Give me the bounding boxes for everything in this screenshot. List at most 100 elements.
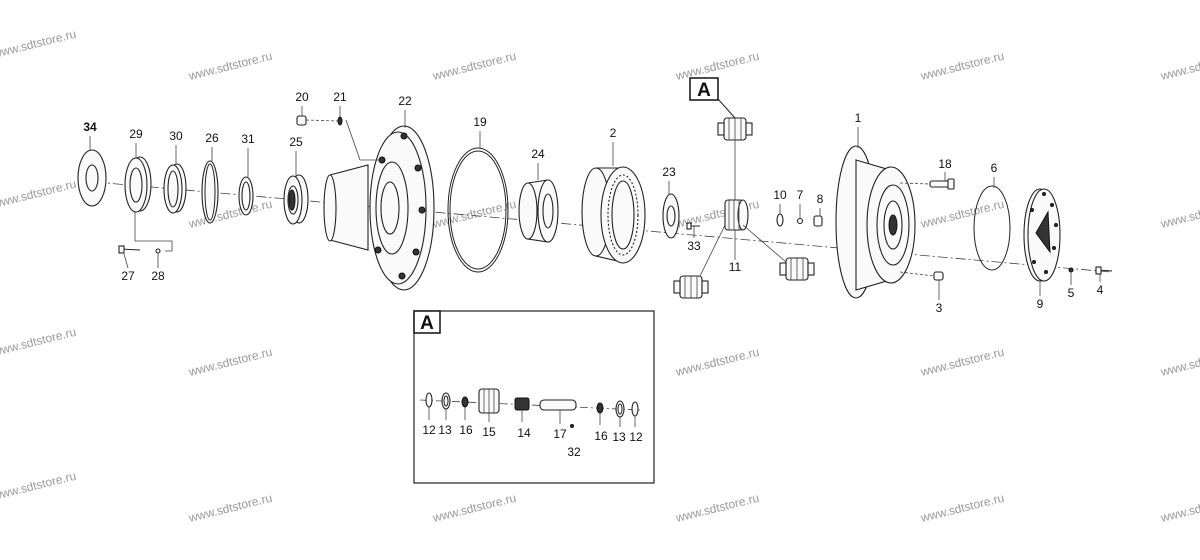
callout-layer: 34 29 30 26 31 25 20 21 22 19 24 2 23 33… xyxy=(83,90,1103,315)
detail-callout-12: 12 xyxy=(422,423,436,437)
part-26-o-ring xyxy=(201,160,219,224)
detail-part-12-right xyxy=(631,401,639,417)
callout-26: 26 xyxy=(205,131,219,145)
part-31-snap-ring xyxy=(238,176,254,216)
callout-1: 1 xyxy=(855,111,862,125)
watermark: www.sdtstore.ru xyxy=(918,197,1005,231)
detail-part-13-left xyxy=(441,392,451,410)
callout-10: 10 xyxy=(773,188,787,202)
part-18-pin xyxy=(899,178,955,190)
watermark: www.sdtstore.ru xyxy=(0,177,78,211)
leader-lines xyxy=(89,106,1101,300)
watermark: www.sdtstore.ru xyxy=(1158,345,1200,379)
callout-31: 31 xyxy=(241,132,255,146)
part-5-washer xyxy=(1068,267,1074,273)
callout-5: 5 xyxy=(1068,286,1075,300)
detail-part-12-left xyxy=(425,392,433,408)
part-34-washer xyxy=(77,149,107,207)
callout-3: 3 xyxy=(936,301,943,315)
watermark: www.sdtstore.ru xyxy=(1158,491,1200,525)
part-6-o-ring xyxy=(973,185,1011,271)
part-7-ball xyxy=(796,217,804,225)
watermark: www.sdtstore.ru xyxy=(186,491,273,525)
detail-box-label: A xyxy=(420,313,434,334)
callout-18: 18 xyxy=(938,157,952,171)
part-29-seal xyxy=(124,156,152,213)
callout-4: 4 xyxy=(1097,283,1104,297)
part-19-o-ring xyxy=(447,147,509,273)
planet-gear-leaders xyxy=(699,140,787,277)
detail-part-13-right xyxy=(615,400,625,418)
detail-callout-16: 16 xyxy=(459,423,473,437)
detail-marker-a: A xyxy=(689,77,736,119)
watermark: www.sdtstore.ru xyxy=(918,491,1005,525)
part-22-hub xyxy=(323,119,435,291)
detail-part-32-ball xyxy=(570,424,574,428)
detail-leader-lines xyxy=(428,407,636,427)
watermark: www.sdtstore.ru xyxy=(1158,49,1200,83)
watermark: www.sdtstore.ru xyxy=(918,49,1005,83)
part-20-plug xyxy=(296,115,307,126)
callout-22: 22 xyxy=(398,94,412,108)
detail-callout-13: 13 xyxy=(438,423,452,437)
part-3-plug xyxy=(899,271,944,281)
callout-6: 6 xyxy=(991,161,998,175)
part-30-ring xyxy=(163,163,187,214)
callout-7: 7 xyxy=(797,188,804,202)
watermark: www.sdtstore.ru xyxy=(430,491,517,525)
callout-30: 30 xyxy=(169,129,183,143)
watermark: www.sdtstore.ru xyxy=(186,197,273,231)
watermark: www.sdtstore.ru xyxy=(430,49,517,83)
detail-callout-14: 14 xyxy=(517,426,531,440)
detail-part-15-gear xyxy=(478,388,500,414)
part-1-carrier xyxy=(835,145,916,299)
watermark: www.sdtstore.ru xyxy=(673,345,760,379)
part-9-cover xyxy=(1023,188,1061,282)
planet-gear-right xyxy=(779,257,815,281)
part-23-washer xyxy=(662,193,680,239)
watermark: www.sdtstore.ru xyxy=(673,491,760,525)
callout-27: 27 xyxy=(121,269,135,283)
part-33-bolt xyxy=(686,222,700,230)
detail-callout-15: 15 xyxy=(482,425,496,439)
planet-gear-top xyxy=(717,117,753,141)
detail-part-17-pin xyxy=(539,399,577,411)
watermark: www.sdtstore.ru xyxy=(0,325,78,359)
part-24-bearing xyxy=(518,179,559,243)
callout-8: 8 xyxy=(817,192,824,206)
callout-11: 11 xyxy=(729,260,742,274)
callout-21: 21 xyxy=(333,90,347,104)
callout-20: 20 xyxy=(295,90,309,104)
callout-25: 25 xyxy=(289,135,303,149)
part-11-sun-gear xyxy=(724,199,749,231)
planet-gear-left xyxy=(673,275,709,299)
detail-part-16-right xyxy=(596,402,604,414)
callout-19: 19 xyxy=(473,115,487,129)
callout-34: 34 xyxy=(83,120,97,134)
callout-23: 23 xyxy=(662,165,676,179)
detail-part-14-needle-bearing xyxy=(514,397,530,411)
detail-a-box: A xyxy=(413,310,655,484)
part-28-washer xyxy=(155,248,161,254)
watermark: www.sdtstore.ru xyxy=(186,49,273,83)
callout-2: 2 xyxy=(610,126,617,140)
part-4-bolt xyxy=(1095,266,1113,275)
detail-callout-12: 12 xyxy=(629,430,643,444)
detail-marker-label: A xyxy=(697,80,711,101)
detail-callout-32: 32 xyxy=(567,445,581,459)
watermark: www.sdtstore.ru xyxy=(918,345,1005,379)
part-21-seal xyxy=(337,116,343,126)
detail-callout-13: 13 xyxy=(612,430,626,444)
detail-part-16-left xyxy=(461,396,469,408)
callout-28: 28 xyxy=(151,269,165,283)
callout-24: 24 xyxy=(531,147,545,161)
callout-9: 9 xyxy=(1037,297,1044,311)
detail-callout-17: 17 xyxy=(553,427,567,441)
part-2-ring-gear xyxy=(581,166,646,264)
detail-callout-16: 16 xyxy=(594,429,608,443)
bracket-27-28 xyxy=(134,211,173,252)
callout-29: 29 xyxy=(129,127,143,141)
watermark: www.sdtstore.ru xyxy=(0,27,78,61)
part-27-bolt xyxy=(118,245,141,254)
